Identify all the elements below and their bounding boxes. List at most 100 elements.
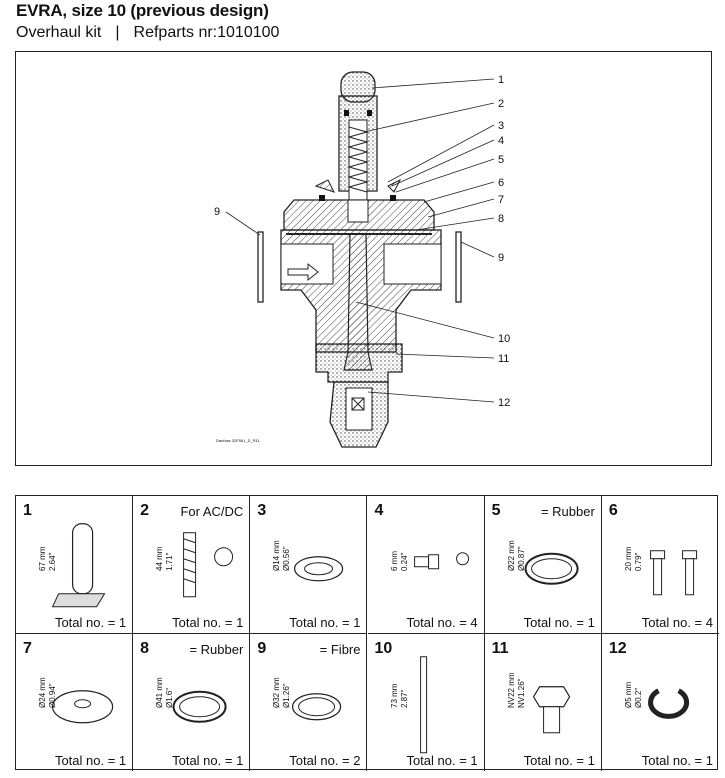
drawing-stamp: Danfoss 32F561_D_R11 xyxy=(216,438,260,443)
part-dimension: NV22 mm xyxy=(506,672,516,709)
part-dimension: Ø32 mm xyxy=(272,677,282,709)
callout-8: 8 xyxy=(498,213,504,225)
nut-shape xyxy=(315,343,403,383)
part-number: 9 xyxy=(257,639,267,657)
part-dimension: Ø24 mm xyxy=(38,677,47,709)
bolt-icon xyxy=(649,550,697,596)
part-note: = Rubber xyxy=(189,641,244,657)
spindle-icon xyxy=(419,655,427,753)
part-number: 8 xyxy=(140,639,150,657)
part-number: 12 xyxy=(608,639,627,657)
part-total: Total no. = 1 xyxy=(289,614,361,630)
washer-icon xyxy=(294,556,344,582)
part-note: = Rubber xyxy=(540,504,595,519)
part-dimension: Ø0.87" xyxy=(516,546,526,571)
spring-icon xyxy=(183,532,234,598)
part-total: Total no. = 1 xyxy=(54,614,127,630)
callout-6: 6 xyxy=(498,177,504,189)
part-dimension: 67 mm xyxy=(38,546,47,571)
part-total: Total no. = 4 xyxy=(641,614,713,630)
gasket-left xyxy=(257,231,264,303)
valve-section-drawing: 1 2 3 4 5 6 7 8 9 9 10 11 12 Danfoss 32F… xyxy=(15,51,712,466)
subtitle: Overhaul kit | Refparts nr:1010100 xyxy=(16,24,279,42)
part-total: Total no. = 1 xyxy=(406,753,478,768)
o-ring-icon xyxy=(172,690,227,723)
circlip-icon xyxy=(647,688,689,719)
part-dimension: 20 mm xyxy=(623,546,633,571)
callout-7: 7 xyxy=(498,194,504,206)
part-total: Total no. = 1 xyxy=(523,614,595,630)
part-number: 10 xyxy=(374,639,393,657)
callout-9-left: 9 xyxy=(214,206,220,218)
spring-shape xyxy=(347,126,369,193)
refparts-label: Refparts nr:1010100 xyxy=(133,24,280,41)
part-dimension: 1.71" xyxy=(165,552,175,571)
part-number: 3 xyxy=(257,502,267,519)
part-dimension: Ø22 mm xyxy=(506,540,516,571)
part-dimension: 2.87" xyxy=(399,689,409,709)
callout-2: 2 xyxy=(498,98,504,110)
callout-labels: 1 2 3 4 5 6 7 8 9 9 10 11 12 xyxy=(214,74,510,409)
part-dimension: Ø14 mm xyxy=(272,540,282,571)
part-number: 4 xyxy=(374,502,384,519)
part-dimension: Ø1.26" xyxy=(282,683,292,709)
part-dimension: NV1.26" xyxy=(516,678,526,709)
part-number: 2 xyxy=(140,502,150,519)
part-dimension: 0.79" xyxy=(633,552,643,571)
callout-3: 3 xyxy=(498,120,504,132)
screw-icon xyxy=(413,552,469,570)
separator: | xyxy=(115,24,120,41)
coil-sleeve-icon xyxy=(51,523,106,608)
part-dimension: 44 mm xyxy=(155,546,165,571)
part-dimension: 2.64" xyxy=(48,552,57,571)
part-number: 6 xyxy=(608,502,618,519)
part-note: = Fibre xyxy=(319,641,361,657)
part-dimension: Ø0.2" xyxy=(633,688,643,709)
nut-icon xyxy=(532,685,570,733)
kit-label: Overhaul kit xyxy=(16,24,102,41)
callout-12: 12 xyxy=(498,397,510,409)
part-number: 1 xyxy=(23,502,32,519)
o-ring-icon xyxy=(524,552,579,585)
part-dimension: 73 mm xyxy=(389,683,399,709)
part-total: Total no. = 2 xyxy=(289,753,361,768)
part-dimension: Ø0.94" xyxy=(48,683,57,709)
gasket-icon xyxy=(292,692,342,720)
gasket-right xyxy=(455,231,462,303)
callout-1: 1 xyxy=(498,74,504,86)
part-total: Total no. = 4 xyxy=(406,614,478,630)
part-dimension: Ø0.56" xyxy=(282,546,292,571)
part-number: 7 xyxy=(23,639,32,657)
part-dimension: Ø1.6" xyxy=(165,688,175,709)
part-number: 11 xyxy=(491,639,509,657)
valve-section-svg: 1 2 3 4 5 6 7 8 9 9 10 11 12 xyxy=(214,71,510,448)
callout-10: 10 xyxy=(498,333,510,345)
part-total: Total no. = 1 xyxy=(172,753,244,768)
callout-11: 11 xyxy=(498,353,509,365)
diaphragm-icon xyxy=(51,689,114,723)
part-total: Total no. = 1 xyxy=(641,753,713,768)
part-dimension: 0.24" xyxy=(399,552,409,571)
part-dimension: Ø41 mm xyxy=(155,677,165,709)
page-title: EVRA, size 10 (previous design) xyxy=(16,1,269,20)
part-dimension: 6 mm xyxy=(389,550,399,571)
part-total: Total no. = 1 xyxy=(172,614,244,630)
part-number: 5 xyxy=(491,502,501,519)
callout-5: 5 xyxy=(498,154,504,166)
part-note: For AC/DC xyxy=(180,504,244,519)
part-total: Total no. = 1 xyxy=(54,753,127,768)
callout-9-right: 9 xyxy=(498,252,504,264)
